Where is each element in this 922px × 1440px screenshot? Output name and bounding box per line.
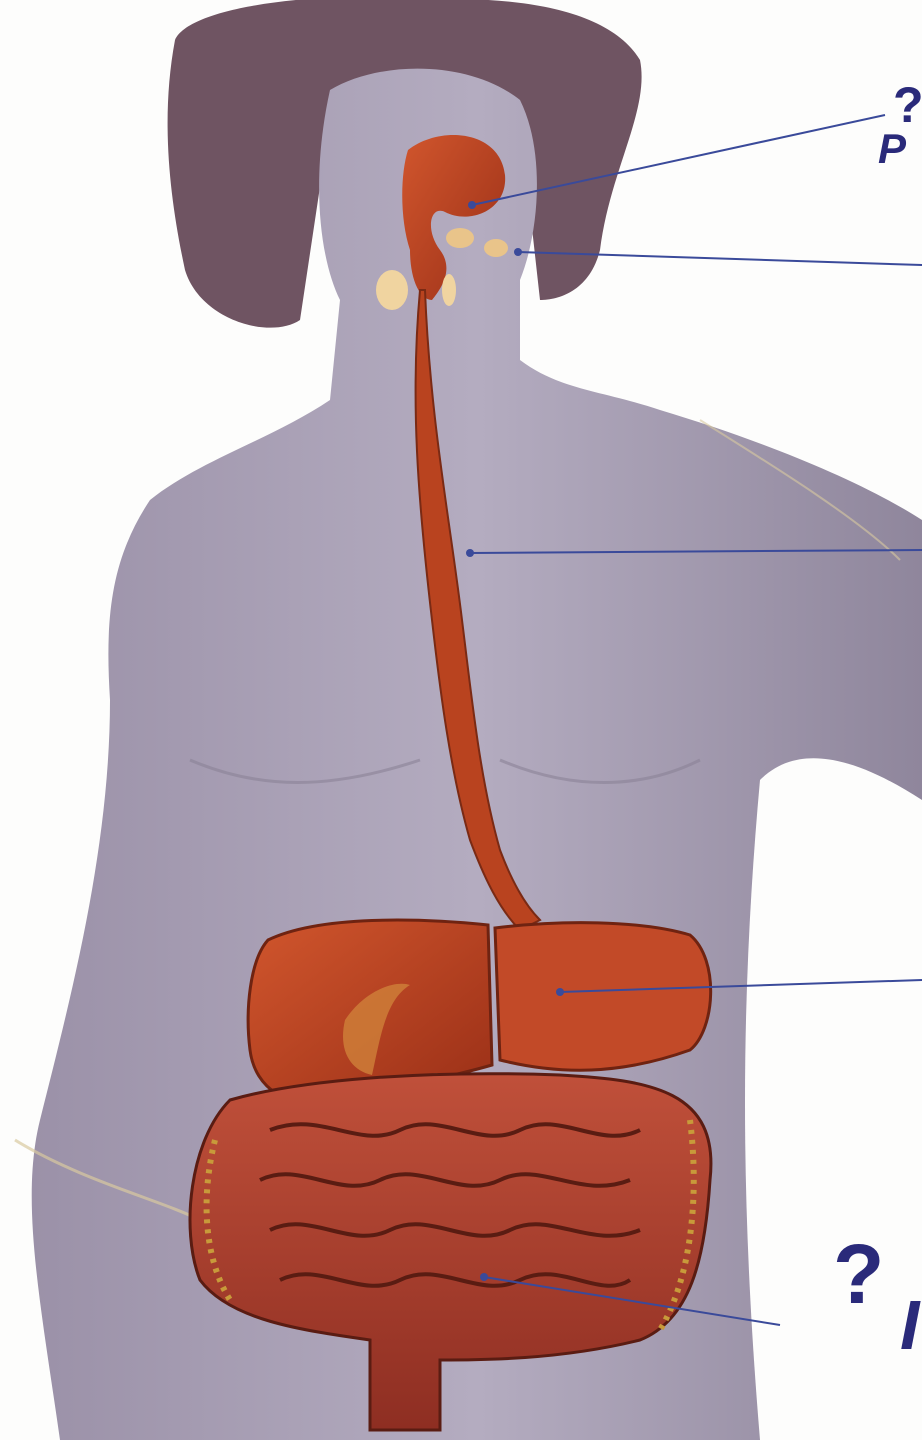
question-mark-bottom: ? bbox=[833, 1232, 884, 1316]
question-mark-top: ? bbox=[893, 80, 922, 130]
label-top-fragment: P bbox=[878, 128, 906, 170]
label-bottom-fragment: I bbox=[900, 1290, 919, 1360]
